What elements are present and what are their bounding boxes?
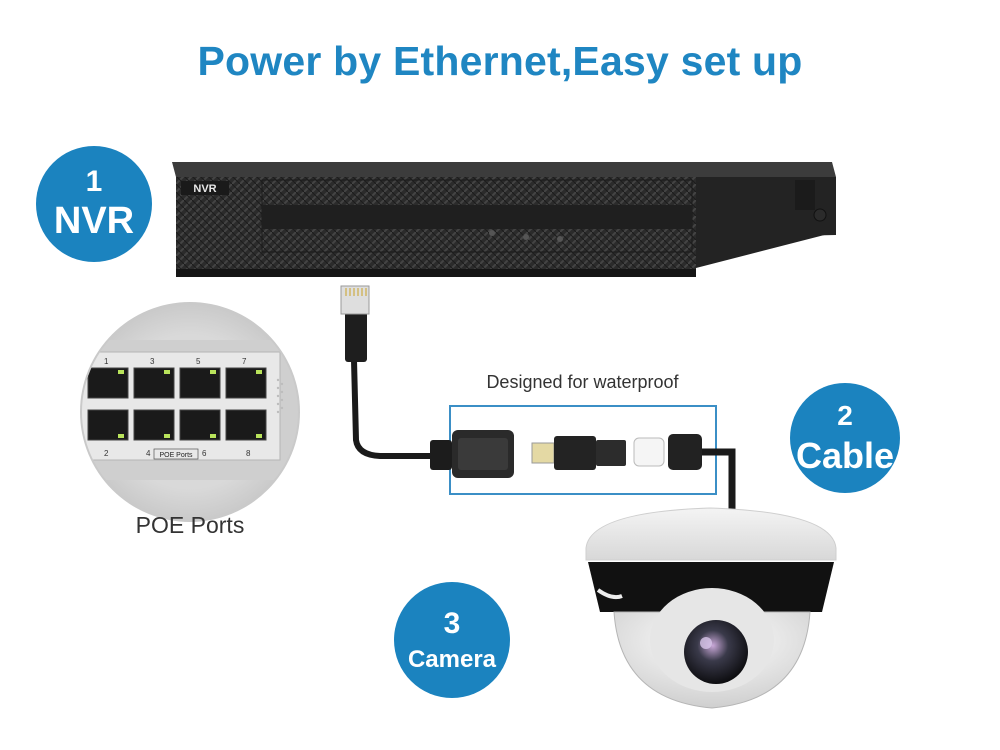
badge-cable-label: Cable bbox=[795, 434, 895, 476]
dome-camera bbox=[585, 507, 837, 709]
port-number-3: 3 bbox=[150, 357, 155, 366]
port-number-7: 7 bbox=[242, 357, 247, 366]
page-title: Power by Ethernet,Easy set up bbox=[197, 38, 803, 84]
poe-switch-closeup: 1 3 5 7 2 4 6 8 POE Ports bbox=[80, 302, 300, 522]
port-number-1: 1 bbox=[104, 357, 109, 366]
poe-ports-panel-label: POE Ports bbox=[159, 452, 193, 459]
poe-ports-caption: POE Ports bbox=[135, 512, 245, 538]
nvr-vent bbox=[795, 180, 827, 222]
port-number-2: 2 bbox=[104, 449, 109, 458]
badge-nvr: 1 NVR bbox=[36, 146, 152, 262]
port-number-5: 5 bbox=[196, 357, 201, 366]
camera-lens bbox=[684, 620, 748, 684]
badge-cable: 2 Cable bbox=[790, 383, 900, 493]
badge-camera: 3 Camera bbox=[394, 582, 510, 698]
port-number-8: 8 bbox=[246, 449, 251, 458]
nvr-front-label: NVR bbox=[193, 183, 216, 195]
badge-cable-number: 2 bbox=[837, 400, 853, 432]
nvr-recorder: NVR bbox=[172, 162, 836, 277]
switch-vent-dots bbox=[276, 378, 284, 414]
badge-camera-label: Camera bbox=[407, 646, 497, 674]
top-port-row bbox=[87, 367, 267, 399]
ethernet-cable bbox=[340, 285, 443, 459]
badge-nvr-number: 1 bbox=[85, 165, 103, 199]
rj45-pins bbox=[345, 288, 367, 296]
waterproof-caption: Designed for waterproof bbox=[486, 372, 679, 392]
port-number-6: 6 bbox=[202, 449, 207, 458]
port-leds bbox=[118, 370, 262, 438]
port-number-4: 4 bbox=[146, 449, 151, 458]
badge-camera-number: 3 bbox=[443, 606, 461, 640]
badge-nvr-label: NVR bbox=[53, 199, 135, 242]
waterproof-connector-kit bbox=[430, 430, 736, 510]
